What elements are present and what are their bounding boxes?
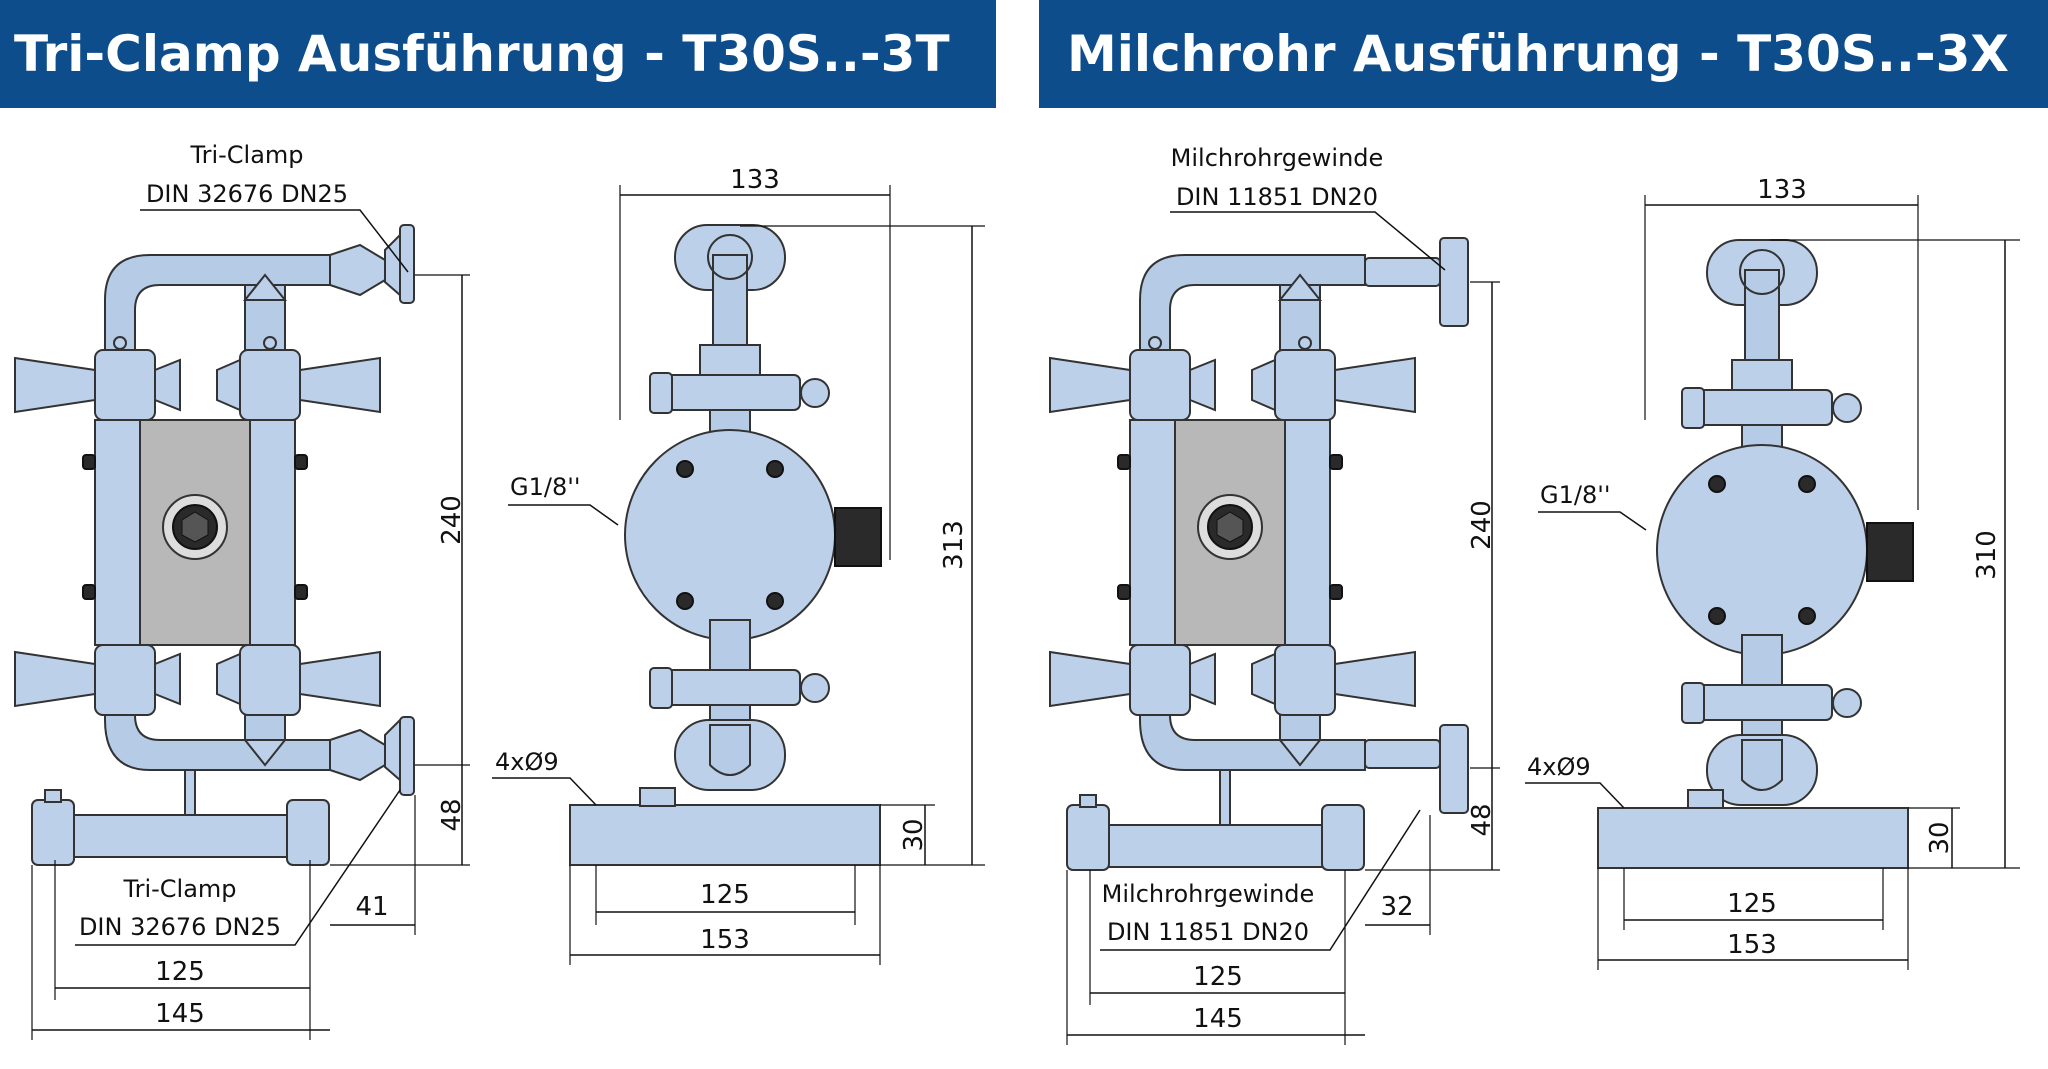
left-dim-base-holes: 125 — [155, 957, 205, 987]
left-top-leader — [140, 209, 409, 273]
left-mount-holes: 4xØ9 — [495, 748, 559, 776]
left-dim-side-width: 133 — [730, 165, 780, 195]
left-side-base — [569, 804, 881, 866]
right-top-connection-line1: Milchrohrgewinde — [1171, 144, 1384, 172]
right-dim-height-ports: 240 — [1467, 500, 1497, 550]
right-dim-side-width: 133 — [1757, 175, 1807, 205]
front-view-tri-clamp — [14, 224, 415, 866]
right-dim-base-height: 30 — [1925, 821, 1955, 854]
side-view-tri-clamp — [624, 224, 882, 791]
right-bottom-connection-line1: Milchrohrgewinde — [1102, 880, 1315, 908]
side-view-milk-pipe — [1656, 239, 1914, 806]
left-air-connection: G1/8'' — [510, 473, 580, 501]
right-air-connection: G1/8'' — [1540, 481, 1610, 509]
right-dim-height-inlet: 48 — [1467, 803, 1497, 836]
right-dim-side-holes: 125 — [1727, 889, 1777, 919]
right-air-leader — [1538, 511, 1647, 531]
left-bottom-leader — [75, 789, 401, 946]
right-dim-base-holes: 125 — [1193, 962, 1243, 992]
right-top-connection-line2: DIN 11851 DN20 — [1176, 183, 1378, 211]
front-view-milk-pipe — [1049, 237, 1469, 871]
left-bottom-connection-line1: Tri-Clamp — [122, 875, 236, 903]
right-mount-leader — [1525, 782, 1625, 809]
left-dim-side-height: 313 — [939, 520, 969, 570]
right-dim-base-width: 145 — [1193, 1004, 1243, 1034]
left-mount-leader — [492, 777, 597, 806]
right-top-leader — [1170, 211, 1446, 271]
left-top-connection-line1: Tri-Clamp — [189, 141, 303, 169]
right-mount-holes: 4xØ9 — [1527, 753, 1591, 781]
right-bottom-connection-line2: DIN 11851 DN20 — [1107, 918, 1309, 946]
left-dim-height-ports: 240 — [437, 495, 467, 545]
left-top-connection-line2: DIN 32676 DN25 — [146, 180, 348, 208]
right-bottom-leader — [1100, 809, 1421, 951]
left-dim-side-base-width: 153 — [700, 925, 750, 955]
right-side-base — [1597, 807, 1909, 869]
left-dim-outlet-offset: 41 — [355, 892, 388, 922]
right-dim-side-height: 310 — [1972, 530, 2002, 580]
header-left: Tri-Clamp Ausführung - T30S..-3T — [0, 0, 996, 108]
left-bottom-connection-line2: DIN 32676 DN25 — [79, 913, 281, 941]
right-dim-side-base-width: 153 — [1727, 930, 1777, 960]
left-dim-base-height: 30 — [899, 818, 929, 851]
left-dim-height-inlet: 48 — [437, 798, 467, 831]
left-air-leader — [508, 504, 619, 526]
left-dim-side-holes: 125 — [700, 880, 750, 910]
header-right: Milchrohr Ausführung - T30S..-3X — [1039, 0, 2048, 108]
right-dim-outlet-offset: 32 — [1380, 892, 1413, 922]
left-dim-base-width: 145 — [155, 999, 205, 1029]
